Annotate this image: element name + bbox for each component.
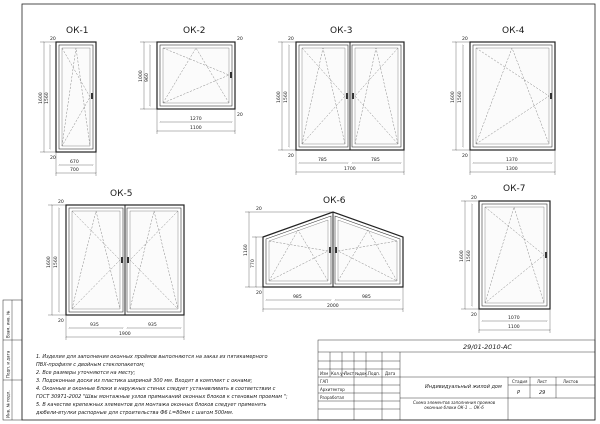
ok3-h-outer: 1600 bbox=[276, 91, 282, 103]
col-ndok: №док. bbox=[355, 371, 368, 376]
window-ok5: ОК-5 1600 1560 20 20 935 935 1900 bbox=[46, 189, 185, 340]
stamp-sign-date: Подп. и дата bbox=[6, 350, 11, 378]
ok4-h-outer: 1600 bbox=[450, 91, 456, 103]
sheet-border bbox=[21, 3, 596, 421]
ok5-h-outer: 1600 bbox=[46, 256, 52, 268]
ok2-w-outer: 1100 bbox=[190, 125, 202, 131]
ok2-h-outer: 1000 bbox=[138, 70, 144, 82]
ok4-bot-gap: 20 bbox=[462, 153, 468, 159]
col-izm: Изм bbox=[320, 371, 328, 376]
ok2-bot-gap: 20 bbox=[237, 112, 243, 118]
ok7-w-inner: 1070 bbox=[508, 315, 520, 321]
ok4-top-gap: 20 bbox=[462, 36, 468, 42]
ok1-w-outer: 700 bbox=[70, 167, 79, 173]
hdr-stage: Стадия bbox=[512, 379, 528, 384]
ok3-h-inner: 1560 bbox=[283, 91, 289, 103]
ok1-h-outer: 1600 bbox=[38, 92, 44, 104]
ok3-title: ОК-3 bbox=[330, 26, 352, 36]
ok5-w-outer: 1900 bbox=[119, 331, 131, 337]
note-line: 1. Изделия для заполнения оконных проёмо… bbox=[36, 354, 268, 360]
ok4-w-outer: 1300 bbox=[506, 166, 518, 172]
doc-code: 29/01-2010-АС bbox=[463, 343, 512, 351]
role-gap: ГАП bbox=[320, 379, 328, 384]
ok4-w-inner: 1370 bbox=[506, 157, 518, 163]
ok3-w-right: 785 bbox=[371, 157, 380, 163]
ok3-top-gap: 20 bbox=[288, 36, 294, 42]
ok2-title: ОК-2 bbox=[183, 26, 205, 36]
ok1-top-gap: 20 bbox=[50, 36, 56, 42]
stamp-inv-orig: Инв. № подл. bbox=[6, 390, 11, 418]
ok2-top-gap: 20 bbox=[237, 36, 243, 42]
role-architect: Архитектор bbox=[320, 387, 345, 392]
ok6-top-gap: 20 bbox=[256, 206, 262, 212]
project-name: Индивидуальный жилой дом bbox=[425, 384, 502, 390]
ok1-title: ОК-1 bbox=[66, 26, 88, 36]
ok6-w-outer: 2000 bbox=[327, 303, 339, 309]
ok1-bot-gap: 20 bbox=[50, 155, 56, 161]
ok4-h-inner: 1560 bbox=[457, 91, 463, 103]
ok6-h-inner: 770 bbox=[250, 259, 256, 268]
ok6-h-outer: 1160 bbox=[243, 244, 249, 256]
ok5-bot-gap: 20 bbox=[58, 318, 64, 324]
ok7-w-outer: 1100 bbox=[508, 324, 520, 330]
ok1-h-inner: 1560 bbox=[44, 92, 50, 104]
ok3-w-left: 785 bbox=[318, 157, 327, 163]
ok4-title: ОК-4 bbox=[502, 26, 525, 36]
side-stamp: Взам. инв. № Подп. и дата Инв. № подл. bbox=[2, 299, 23, 421]
note-line: ПВХ-профиля с двойным стеклопакетом; bbox=[36, 362, 145, 368]
hdr-sheets: Листов bbox=[563, 379, 579, 384]
col-podp: Подп. bbox=[368, 371, 380, 376]
note-line: 4. Оконные и оконные блоки в наружных ст… bbox=[36, 386, 276, 392]
ok5-h-inner: 1560 bbox=[53, 256, 59, 268]
sheet-number: 29 bbox=[539, 390, 545, 396]
window-ok2: ОК-2 1000 960 20 20 1270 1100 bbox=[138, 26, 243, 134]
stamp-inv-dup: Взам. инв. № bbox=[6, 311, 11, 338]
ok3-bot-gap: 20 bbox=[288, 153, 294, 159]
window-ok3: ОК-3 1600 1560 20 20 785 785 1700 bbox=[276, 26, 405, 175]
note-line: 3. Подоконные доски из пластика шириной … bbox=[36, 378, 253, 384]
role-developer: Разработал bbox=[320, 395, 345, 400]
col-list: Лист bbox=[344, 371, 355, 376]
ok5-w-left: 935 bbox=[90, 322, 99, 328]
sheet-title: Схема элементов заполнения проемов оконн… bbox=[412, 400, 496, 410]
note-line: 5. В качестве крепежных элементов для мо… bbox=[36, 402, 267, 408]
ok7-bot-gap: 20 bbox=[471, 312, 477, 318]
note-line: дюбели-втулки распорные для строительств… bbox=[35, 410, 233, 416]
stage-value: Р bbox=[517, 390, 520, 396]
ok7-top-gap: 20 bbox=[471, 195, 477, 201]
ok7-h-outer: 1600 bbox=[459, 250, 465, 262]
ok1-w-inner: 670 bbox=[70, 159, 79, 165]
col-data: Дата bbox=[385, 371, 396, 376]
window-ok1: ОК-1 1600 1560 20 20 670 700 bbox=[38, 26, 97, 176]
ok6-w-left: 985 bbox=[293, 294, 302, 300]
window-ok6: ОК-6 1160 770 20 20 985 985 2000 bbox=[243, 196, 404, 312]
ok6-bot-gap: 20 bbox=[256, 290, 262, 296]
window-ok7: ОК-7 1600 1560 20 20 1070 1100 bbox=[459, 184, 551, 333]
ok7-h-inner: 1560 bbox=[466, 250, 472, 262]
ok5-top-gap: 20 bbox=[58, 199, 64, 205]
title-block: 29/01-2010-АС Изм Кол.уч Лист №док. Подп… bbox=[317, 339, 596, 421]
ok5-w-right: 935 bbox=[148, 322, 157, 328]
ok2-h-inner: 960 bbox=[144, 73, 150, 82]
col-koluch: Кол.уч bbox=[331, 371, 345, 376]
ok5-title: ОК-5 bbox=[110, 189, 132, 199]
note-line: ГОСТ 30971-2002 "Швы монтажные узлов при… bbox=[36, 394, 288, 400]
ok6-title: ОК-6 bbox=[323, 196, 346, 206]
note-line: 2. Все размеры уточняются на месту; bbox=[36, 370, 136, 376]
ok2-w-inner: 1270 bbox=[190, 116, 202, 122]
hdr-sheet: Лист bbox=[537, 379, 548, 384]
general-notes: 1. Изделия для заполнения оконных проёмо… bbox=[35, 354, 288, 416]
ok6-w-right: 985 bbox=[362, 294, 371, 300]
ok3-w-outer: 1700 bbox=[344, 166, 356, 172]
ok7-title: ОК-7 bbox=[503, 184, 525, 194]
window-ok4: ОК-4 1600 1560 20 20 1370 1300 bbox=[450, 26, 556, 175]
